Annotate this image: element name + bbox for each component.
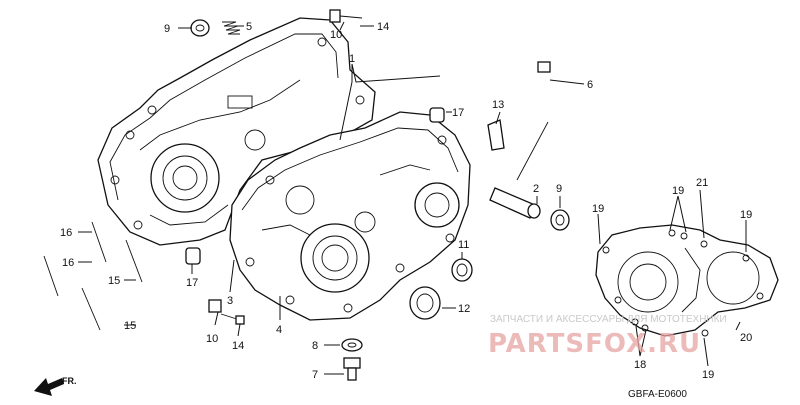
callout-19-top: 19: [672, 185, 684, 197]
washer-9-right: [550, 209, 570, 231]
callout-2: 2: [533, 183, 539, 195]
callout-10-top: 10: [330, 29, 342, 41]
diagram-code: GBFA-E0600: [628, 389, 687, 400]
callout-numbers: 9 5 10 14 1 6 17 13 2 9 16 16 15 15 17 3…: [60, 21, 752, 381]
callout-17-lower: 17: [186, 277, 198, 289]
callout-14-top: 14: [377, 21, 389, 33]
washer-9-top: [190, 19, 210, 37]
arrow-left-icon: [34, 378, 64, 396]
callout-6: 6: [587, 79, 593, 91]
callout-13: 13: [492, 99, 504, 111]
studs-15-16: [43, 221, 143, 331]
breather-tube: [537, 38, 563, 141]
callout-9-right: 9: [556, 183, 562, 195]
leader-lines: [78, 21, 747, 375]
callout-1: 1: [349, 53, 355, 65]
dowel-17-lower: [185, 247, 201, 265]
callout-9-top: 9: [164, 23, 170, 35]
bolt-10-14-top: [329, 9, 363, 23]
callout-18: 18: [634, 359, 646, 371]
callout-17-top: 17: [452, 107, 464, 119]
callout-15-lower: 15: [124, 320, 136, 332]
washer-8: [341, 338, 363, 352]
left-crankcase-half: [229, 111, 471, 321]
callout-19-left: 19: [592, 203, 604, 215]
callout-16-upper: 16: [60, 227, 72, 239]
callout-19-right: 19: [740, 209, 752, 221]
callout-8: 8: [312, 340, 318, 352]
callout-4: 4: [276, 324, 282, 336]
dowel-17-top: [429, 107, 445, 123]
oil-seal-11: [451, 258, 473, 282]
callout-15-upper: 15: [108, 275, 120, 287]
watermark-caption: ЗАПЧАСТИ И АКСЕССУАРЫ ДЛЯ МОТОТЕХНИКИ: [490, 314, 727, 325]
callout-7: 7: [312, 369, 318, 381]
callout-19-bottom: 19: [702, 369, 714, 381]
tube-joint: [489, 121, 549, 219]
callout-16-lower: 16: [62, 257, 74, 269]
oil-seal-12: [409, 286, 441, 320]
right-crankcase-half: [97, 17, 376, 246]
callout-3: 3: [227, 295, 233, 307]
watermark: ЗАПЧАСТИ И АКСЕССУАРЫ ДЛЯ МОТОТЕХНИКИ PA…: [488, 314, 727, 359]
drain-bolt-7: [343, 357, 361, 381]
callout-14-lower: 14: [232, 340, 244, 352]
spring-5: [222, 21, 241, 35]
callout-10-lower: 10: [206, 333, 218, 345]
side-cover: [595, 224, 779, 337]
callout-12: 12: [458, 303, 470, 315]
clamp-13: [487, 119, 505, 151]
callout-21: 21: [696, 177, 708, 189]
front-arrow: FR.: [34, 376, 77, 396]
callout-20: 20: [740, 332, 752, 344]
callout-11: 11: [458, 239, 469, 251]
callout-5: 5: [246, 21, 252, 33]
watermark-brand: PARTSFOX.RU: [488, 329, 701, 359]
front-label: FR.: [62, 376, 77, 386]
